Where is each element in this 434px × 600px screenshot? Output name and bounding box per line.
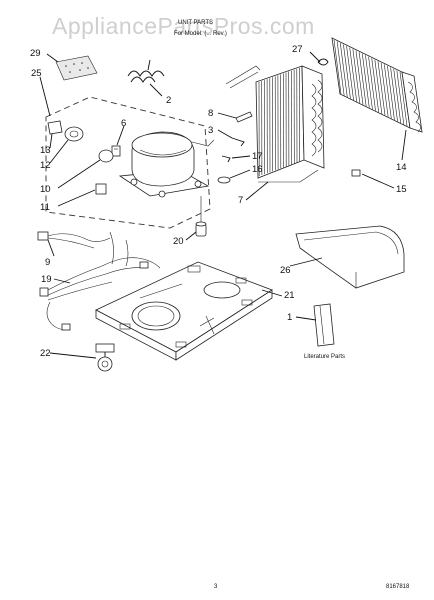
callout-26: 26 bbox=[280, 265, 291, 276]
part-1-literature[interactable] bbox=[313, 303, 335, 347]
callout-16: 16 bbox=[252, 164, 263, 175]
callout-13: 13 bbox=[40, 145, 51, 156]
part-14-evaporator[interactable] bbox=[331, 37, 423, 133]
callout-10: 10 bbox=[40, 184, 51, 195]
part-27-clip[interactable] bbox=[317, 58, 329, 66]
callout-22: 22 bbox=[40, 348, 51, 359]
callout-3: 3 bbox=[208, 125, 213, 136]
part-11-clip[interactable] bbox=[95, 183, 107, 195]
part-3-clip[interactable] bbox=[231, 137, 245, 147]
callout-2: 2 bbox=[166, 95, 171, 106]
part-20-grommet[interactable] bbox=[195, 221, 207, 237]
callout-9: 9 bbox=[45, 257, 50, 268]
part-6-relay[interactable] bbox=[111, 145, 121, 157]
watermark: AppliancePartsPros.com bbox=[52, 13, 315, 39]
part-12-overload[interactable] bbox=[64, 126, 84, 142]
callout-17: 17 bbox=[252, 151, 263, 162]
callout-8: 8 bbox=[208, 108, 213, 119]
part-10-capacitor[interactable] bbox=[98, 149, 114, 163]
callout-7: 7 bbox=[238, 195, 243, 206]
callout-1: 1 bbox=[287, 312, 292, 323]
diagram-title: UNIT PARTS bbox=[178, 20, 213, 26]
page-number: 3 bbox=[214, 584, 218, 590]
diagram-code: 8167818 bbox=[386, 584, 410, 590]
callout-labels: 29 25 2 27 8 3 6 13 12 17 16 10 11 7 14 … bbox=[30, 44, 407, 359]
callout-19: 19 bbox=[41, 274, 52, 285]
part-29-plate[interactable] bbox=[55, 55, 98, 81]
part-19-harness[interactable] bbox=[39, 231, 161, 331]
compressor-assembly-outline bbox=[45, 96, 211, 229]
literature-label: Literature Parts bbox=[304, 354, 345, 360]
part-15-drier[interactable] bbox=[351, 169, 361, 177]
part-7-condenser[interactable] bbox=[255, 65, 325, 183]
callout-6: 6 bbox=[121, 118, 126, 129]
part-8-clip[interactable] bbox=[235, 111, 253, 123]
callout-21: 21 bbox=[284, 290, 295, 301]
callout-12: 12 bbox=[40, 160, 51, 171]
callout-27: 27 bbox=[292, 44, 303, 55]
callout-14: 14 bbox=[396, 162, 407, 173]
part-21-base[interactable] bbox=[95, 261, 273, 361]
part-26-drain-pan[interactable] bbox=[295, 225, 405, 289]
callout-15: 15 bbox=[396, 184, 407, 195]
callout-20: 20 bbox=[173, 236, 184, 247]
part-16-grommet[interactable] bbox=[217, 176, 231, 184]
part-9-harness[interactable] bbox=[37, 231, 111, 249]
part-22-caster[interactable] bbox=[95, 343, 115, 372]
callout-11: 11 bbox=[40, 202, 50, 213]
callout-29: 29 bbox=[30, 48, 41, 59]
part-13-bracket[interactable] bbox=[47, 120, 63, 135]
part-2-spring[interactable] bbox=[127, 59, 165, 83]
part-17-fitting[interactable] bbox=[221, 155, 231, 163]
diagram-subtitle: For Model: (... Rev.) bbox=[174, 31, 227, 37]
compressor[interactable] bbox=[118, 131, 215, 198]
callout-25: 25 bbox=[31, 68, 42, 79]
